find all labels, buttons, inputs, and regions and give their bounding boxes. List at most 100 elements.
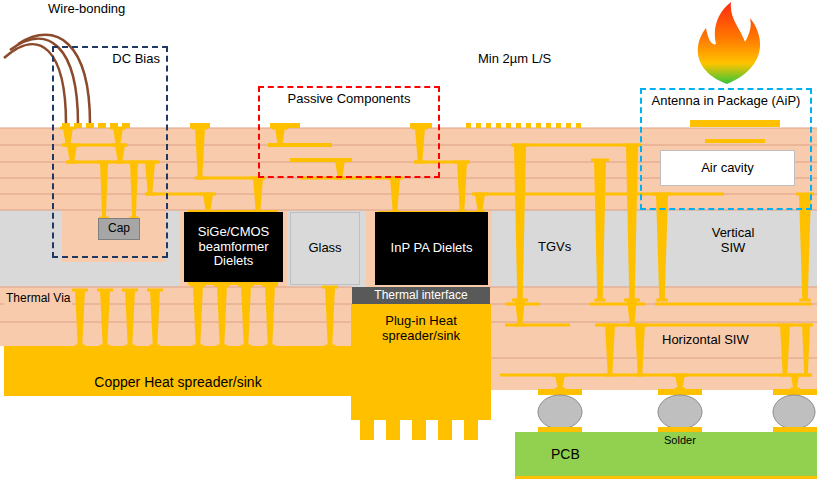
buildup-layers-part bbox=[0, 210, 817, 287]
via bbox=[100, 290, 110, 346]
copper-pad bbox=[122, 289, 138, 292]
copper-pad bbox=[801, 374, 811, 377]
copper-pad bbox=[777, 324, 793, 327]
flame-radiation-part bbox=[698, 2, 760, 84]
via bbox=[626, 145, 638, 300]
via bbox=[802, 325, 810, 375]
line-space-label: Min 2µm L/S bbox=[478, 52, 551, 67]
via bbox=[780, 325, 790, 375]
via bbox=[195, 128, 205, 178]
copper-pad bbox=[110, 127, 126, 130]
copper-pad bbox=[86, 123, 94, 128]
passive-region: Passive Components bbox=[258, 86, 440, 178]
copper-pad bbox=[506, 123, 511, 128]
copper-trace bbox=[655, 303, 812, 306]
copper-pad bbox=[675, 388, 686, 391]
via bbox=[555, 375, 565, 389]
via bbox=[514, 145, 526, 300]
node-text: DC Bias bbox=[112, 52, 160, 67]
tgv-label: TGVs bbox=[538, 240, 571, 255]
layer-lines bbox=[0, 128, 817, 358]
plug-in-fins-part bbox=[412, 419, 426, 440]
copper-trace bbox=[505, 324, 570, 327]
buildup-layers-part bbox=[180, 210, 287, 287]
copper-pad bbox=[192, 127, 208, 130]
copper-pad bbox=[635, 374, 646, 377]
via bbox=[791, 375, 799, 389]
copper-pad bbox=[72, 289, 88, 292]
copper-pad bbox=[142, 161, 158, 164]
via bbox=[457, 162, 467, 212]
copper-pad bbox=[454, 161, 470, 164]
horizontal-siw-label: Horizontal SIW bbox=[660, 333, 751, 348]
solder-balls-part bbox=[658, 395, 702, 429]
wire-bonds-part bbox=[4, 44, 66, 124]
copper-pad bbox=[412, 127, 428, 130]
via bbox=[635, 325, 645, 375]
solder-balls bbox=[538, 389, 817, 432]
copper-pad bbox=[496, 123, 501, 128]
copper-pad bbox=[555, 388, 566, 391]
via bbox=[203, 194, 213, 212]
via bbox=[63, 128, 73, 145]
copper-heat-sink: Copper Heat spreader/sink bbox=[4, 346, 352, 396]
copper-trace bbox=[500, 374, 812, 377]
wire-bonds bbox=[4, 35, 90, 124]
dc-bias-region: DC BiasCap bbox=[52, 46, 168, 258]
copper-pad bbox=[515, 324, 526, 327]
via bbox=[217, 285, 227, 346]
node-text: PCB bbox=[551, 446, 580, 462]
plug-in-fins-part bbox=[360, 419, 374, 440]
plug-in-heat-sink: Plug-in Heat spreader/sink bbox=[351, 304, 491, 420]
via bbox=[125, 290, 135, 346]
layer-lines-part bbox=[0, 194, 817, 195]
air-cavity: Air cavity bbox=[660, 150, 795, 186]
copper-pad bbox=[112, 144, 128, 147]
copper-pad bbox=[486, 123, 491, 128]
copper-pad bbox=[602, 324, 618, 327]
capacitor-chip: Cap bbox=[98, 218, 140, 240]
copper-pad bbox=[594, 299, 605, 302]
plug-in-fins-part bbox=[464, 419, 478, 440]
node-text: SiGe/CMOS beamformer Dielets bbox=[187, 225, 280, 270]
via bbox=[335, 160, 345, 178]
copper-pad bbox=[476, 123, 481, 128]
via bbox=[113, 128, 123, 145]
copper-pad bbox=[127, 161, 141, 164]
copper-pad bbox=[536, 123, 541, 128]
buildup-layers-part bbox=[0, 287, 352, 346]
buildup-layers-part bbox=[0, 128, 817, 210]
node-text: Thermal interface bbox=[374, 289, 467, 303]
copper-trace bbox=[66, 161, 160, 164]
via bbox=[193, 285, 203, 346]
vertical-siw-label: Vertical SIW bbox=[700, 226, 766, 256]
buildup-layers-part bbox=[62, 210, 166, 262]
solder-balls-part bbox=[538, 395, 582, 429]
copper-pad bbox=[799, 324, 813, 327]
copper-pad bbox=[566, 123, 571, 128]
aip-region: Antenna in Package (AiP) Air cavity bbox=[640, 88, 812, 210]
via bbox=[253, 178, 263, 212]
via bbox=[145, 162, 155, 194]
copper-pad bbox=[672, 374, 688, 377]
layer-lines-part bbox=[490, 304, 817, 305]
via bbox=[130, 162, 138, 218]
via bbox=[100, 162, 108, 218]
node-text: Copper Heat spreader/sink bbox=[94, 374, 261, 390]
pa-dielet: InP PA Dielets bbox=[375, 212, 488, 285]
node-text: Air cavity bbox=[701, 161, 754, 176]
node-text: Antenna in Package (AiP) bbox=[652, 94, 801, 109]
layer-lines-part bbox=[490, 287, 817, 288]
copper-pad bbox=[466, 123, 471, 128]
solder-balls-part bbox=[773, 395, 815, 429]
copper-pad bbox=[653, 193, 671, 196]
wire-bond-label: Wire-bonding bbox=[48, 2, 125, 17]
layer-lines-part bbox=[0, 287, 352, 288]
layer-lines-part bbox=[0, 128, 817, 129]
via bbox=[675, 375, 685, 389]
thermal-interface: Thermal interface bbox=[352, 287, 490, 304]
layer-lines-part bbox=[490, 322, 817, 323]
copper-trace bbox=[512, 144, 640, 147]
copper-trace bbox=[290, 158, 352, 162]
